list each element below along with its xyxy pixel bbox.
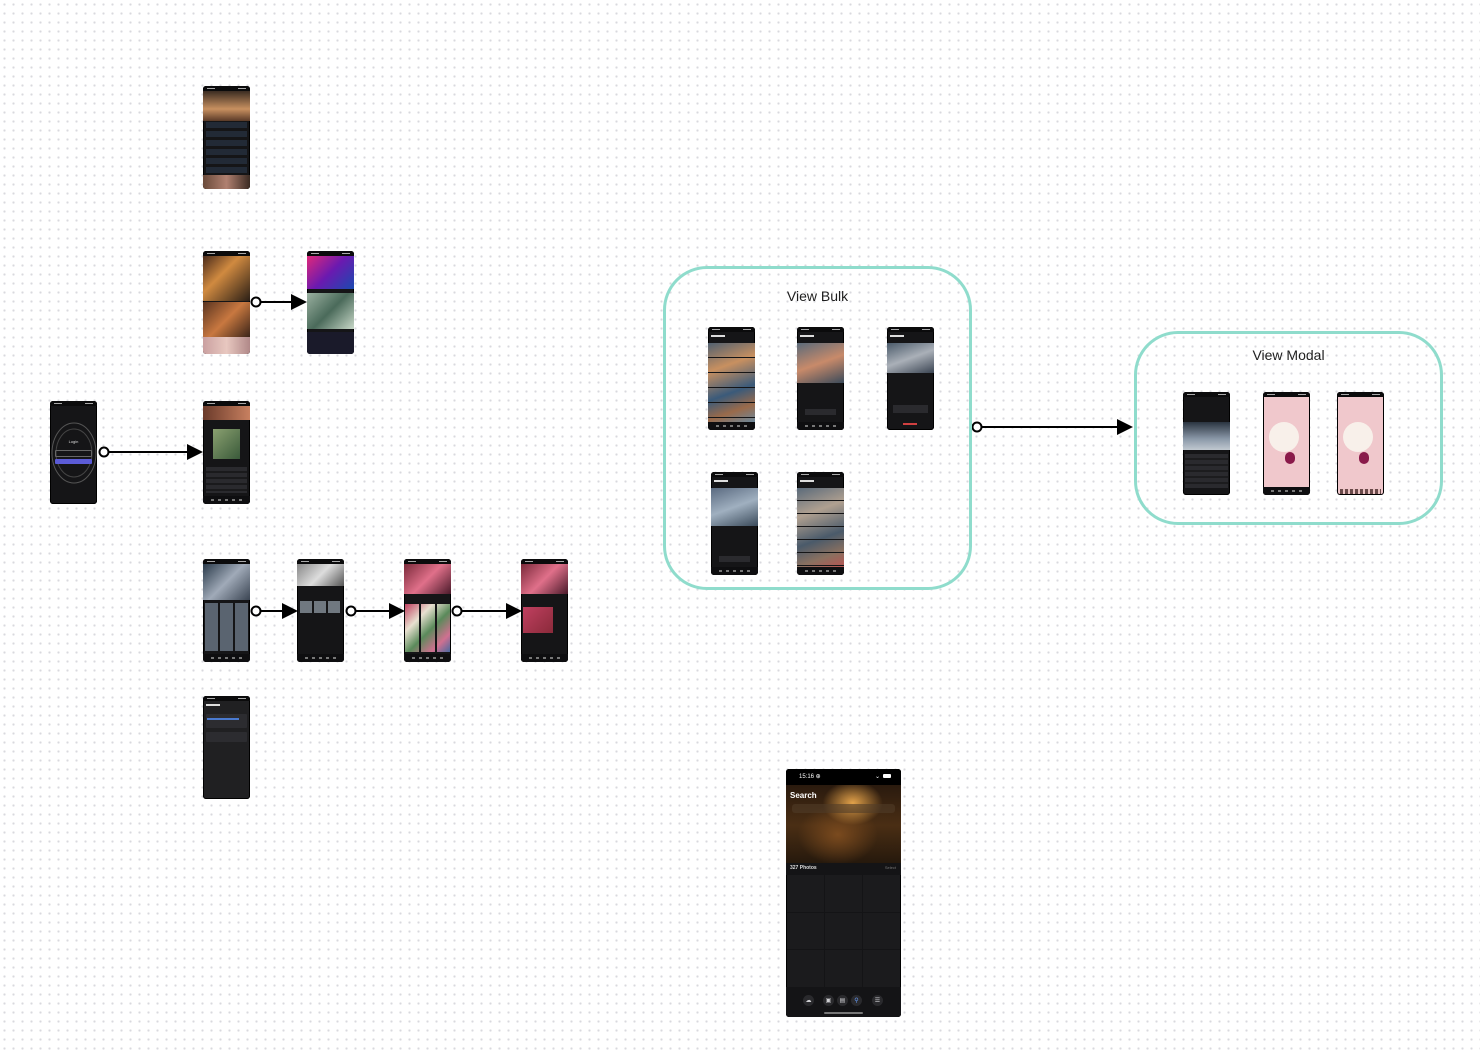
search-icon[interactable]: ⚲ bbox=[851, 995, 862, 1006]
screen-modal-photo-alt[interactable] bbox=[1337, 392, 1384, 495]
more-icon[interactable]: ☰ bbox=[872, 995, 883, 1006]
connector-search-1 bbox=[250, 603, 298, 619]
page-title: Search bbox=[790, 791, 817, 800]
login-field[interactable] bbox=[55, 450, 92, 457]
group-view-modal: View Modal bbox=[1134, 331, 1443, 525]
results-header: 327 Photos Select bbox=[786, 863, 901, 875]
tab-bar: ☁ ▣ ▤ ⚲ ☰ bbox=[786, 987, 901, 1017]
home-indicator bbox=[824, 1012, 863, 1014]
cloud-icon[interactable]: ☁ bbox=[803, 995, 814, 1006]
screen-search-flowers-result[interactable] bbox=[521, 559, 568, 662]
connector-bulk-to-modal bbox=[971, 419, 1133, 435]
screen-bulk-5[interactable] bbox=[797, 472, 844, 575]
screen-search-start[interactable] bbox=[203, 559, 250, 662]
select-button[interactable]: Select bbox=[884, 865, 896, 870]
group-title: View Modal bbox=[1252, 347, 1325, 363]
group-title: View Bulk bbox=[786, 288, 849, 304]
screen-home-library[interactable] bbox=[203, 401, 250, 504]
search-hero-image: Search bbox=[786, 785, 901, 875]
photo-cell[interactable] bbox=[863, 950, 900, 987]
connector-search-2 bbox=[345, 603, 405, 619]
screen-bulk-4[interactable] bbox=[711, 472, 758, 575]
photo-cell[interactable] bbox=[787, 950, 824, 987]
photo-grid bbox=[787, 875, 900, 987]
screen-modal-info[interactable] bbox=[1183, 392, 1230, 495]
photo-count: 327 Photos bbox=[790, 865, 817, 871]
status-bar: 15:16 ⊕ ⌄ bbox=[786, 769, 901, 785]
photo-cell[interactable] bbox=[787, 912, 824, 950]
login-title: Login bbox=[68, 439, 79, 444]
connector-search-3 bbox=[451, 603, 522, 619]
search-input[interactable] bbox=[792, 804, 895, 813]
group-view-bulk: View Bulk bbox=[663, 266, 972, 590]
screen-bulk-3[interactable] bbox=[887, 327, 934, 430]
screen-login[interactable]: Login bbox=[50, 401, 97, 504]
albums-icon[interactable]: ▤ bbox=[837, 995, 848, 1006]
connector-login bbox=[98, 444, 203, 460]
photo-cell[interactable] bbox=[825, 950, 862, 987]
screen-bulk-1[interactable] bbox=[708, 327, 755, 430]
photo-cell[interactable] bbox=[863, 912, 900, 950]
screen-library-grid[interactable] bbox=[203, 251, 250, 354]
screen-search-results[interactable] bbox=[297, 559, 344, 662]
screen-bulk-2[interactable] bbox=[797, 327, 844, 430]
screen-search-flowers[interactable] bbox=[404, 559, 451, 662]
screen-storage-settings[interactable] bbox=[203, 696, 250, 799]
photos-icon[interactable]: ▣ bbox=[823, 995, 834, 1006]
photo-cell[interactable] bbox=[787, 875, 824, 912]
battery-icon bbox=[883, 774, 891, 778]
screen-months-view[interactable] bbox=[307, 251, 354, 354]
wifi-icon: ⌄ bbox=[874, 774, 880, 780]
photo-cell[interactable] bbox=[825, 875, 862, 912]
photo-cell[interactable] bbox=[863, 875, 900, 912]
screen-photo-detail[interactable] bbox=[203, 86, 250, 189]
login-swirl bbox=[51, 422, 97, 484]
connector-row2 bbox=[250, 294, 307, 310]
photo-cell[interactable] bbox=[825, 912, 862, 950]
status-time: 15:16 ⊕ bbox=[799, 774, 821, 780]
screen-modal-photo[interactable] bbox=[1263, 392, 1310, 495]
screen-search-large[interactable]: 15:16 ⊕ ⌄ Search 327 Photos Select ☁ ▣ ▤ bbox=[786, 769, 901, 1017]
login-button[interactable] bbox=[55, 459, 92, 464]
